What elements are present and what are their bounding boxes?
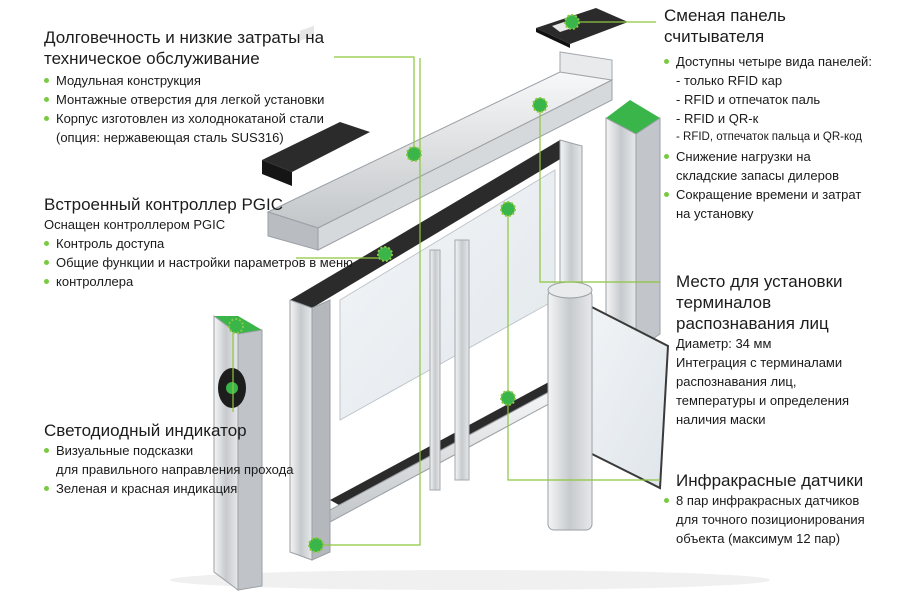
durability-callout: Долговечность и низкие затраты на технич… bbox=[44, 27, 344, 147]
reader-panel-on-rail bbox=[262, 25, 370, 186]
led-bullet-colors: Зеленая и красная индикация bbox=[44, 479, 324, 498]
face-terminal-diameter: Диаметр: 34 мм bbox=[676, 336, 772, 351]
reader-panel-option-4: - RFID, отпечаток пальца и QR-код bbox=[676, 131, 863, 143]
centre-drum bbox=[547, 281, 593, 531]
durability-note: (опция: нержавеющая сталь SUS316) bbox=[56, 130, 284, 145]
reader-panel-bullet-stock-cont: складские запасы дилеров bbox=[676, 168, 839, 183]
infrared-line-1: 8 пар инфракрасных датчиков bbox=[664, 491, 904, 510]
reader-panel-title-line1: Сменая панель bbox=[664, 6, 786, 25]
face-terminal-line-2: распознавания лиц, bbox=[676, 374, 797, 389]
controller-subtitle: Оснащен контроллером PGIC bbox=[44, 217, 226, 232]
reader-panel-callout: Сменая панель считывателя Доступны четыр… bbox=[664, 5, 914, 223]
reader-panel-bullet-time: Сокращение времени и затрат bbox=[664, 185, 914, 204]
controller-bullet-access: Контроль доступа bbox=[44, 234, 374, 253]
led-pillar bbox=[213, 315, 263, 591]
face-terminal-title-line2: терминалов bbox=[676, 293, 772, 312]
reader-panel-title-line2: считывателя bbox=[664, 27, 765, 46]
infrared-title: Инфракрасные датчики bbox=[676, 471, 864, 490]
controller-callout: Встроенный контроллер PGIC Оснащен контр… bbox=[44, 194, 374, 291]
main-cabinet-frame bbox=[289, 139, 583, 561]
face-terminal-line-1: Интеграция с терминалами bbox=[676, 355, 843, 370]
reader-panel-exploded bbox=[536, 8, 628, 48]
infrared-line-2: для точного позиционирования bbox=[676, 512, 865, 527]
callout-dots bbox=[228, 14, 580, 553]
floor-shadow bbox=[170, 570, 770, 590]
reader-panel-bullet-stock: Снижение нагрузки на bbox=[664, 147, 914, 166]
reader-panel-option-3: - RFID и QR-к bbox=[676, 111, 759, 126]
durability-bullet-mounting: Монтажные отверстия для легкой установки bbox=[44, 90, 344, 109]
top-cover-rail bbox=[266, 51, 614, 251]
led-callout: Светодиодный индикатор Визуальные подска… bbox=[44, 420, 324, 498]
controller-title: Встроенный контроллер PGIC bbox=[44, 195, 284, 214]
face-terminal-line-4: наличия маски bbox=[676, 412, 766, 427]
durability-bullet-steel: Корпус изготовлен из холоднокатаной стал… bbox=[44, 109, 344, 128]
controller-bullet-controller: контроллера bbox=[44, 272, 374, 291]
led-title: Светодиодный индикатор bbox=[44, 421, 247, 440]
rear-pillar bbox=[605, 100, 661, 351]
durability-title-line2: техническое обслуживание bbox=[44, 49, 260, 68]
infrared-line-3: объекта (максимум 12 пар) bbox=[676, 531, 841, 546]
led-bullet-hints-cont: для правильного направления прохода bbox=[56, 462, 294, 477]
controller-bullet-menu: Общие функции и настройки параметров в м… bbox=[44, 253, 374, 272]
reader-panel-bullet-types: Доступны четыре вида панелей: bbox=[664, 52, 914, 71]
face-terminal-title-line3: распознавания лиц bbox=[676, 314, 829, 333]
durability-bullet-modular: Модульная конструкция bbox=[44, 71, 344, 90]
face-terminal-line-3: температуры и определения bbox=[676, 393, 850, 408]
face-terminal-callout: Место для установки терминалов распознав… bbox=[676, 271, 906, 429]
durability-title-line1: Долговечность и низкие затраты на bbox=[44, 28, 325, 47]
reader-panel-bullet-time-cont: на установку bbox=[676, 206, 754, 221]
reader-panel-option-1: - только RFID кар bbox=[676, 73, 783, 88]
face-terminal-title-line1: Место для установки bbox=[676, 272, 843, 291]
led-bullet-hints: Визуальные подсказки bbox=[44, 441, 324, 460]
infrared-callout: Инфракрасные датчики 8 пар инфракрасных … bbox=[664, 470, 904, 548]
reader-panel-option-2: - RFID и отпечаток паль bbox=[676, 92, 821, 107]
